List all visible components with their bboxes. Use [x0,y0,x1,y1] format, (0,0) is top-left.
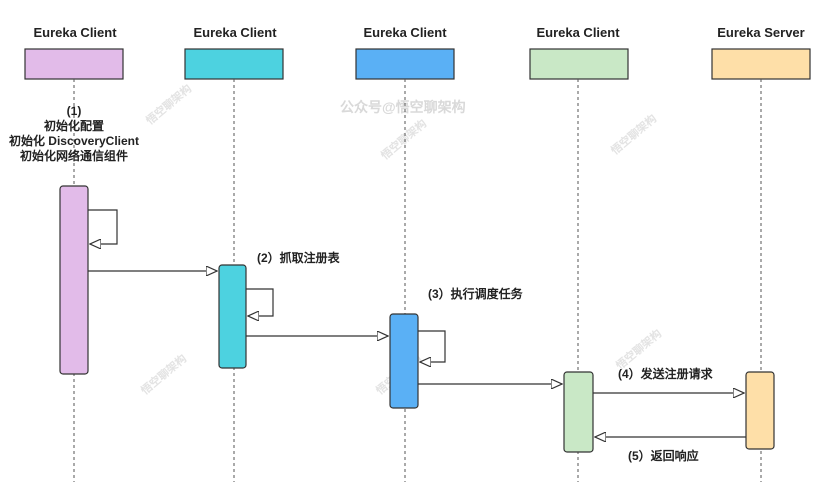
watermark-small: 悟空聊架构 [143,81,194,127]
activation-4 [563,371,594,453]
lifelines [73,79,762,482]
participant-box-5 [711,48,811,80]
watermark-main: 公众号@悟空聊架构 [340,99,466,115]
participant-box-1 [24,48,124,80]
note-response: (5）返回响应 [628,448,699,463]
participant-box-2 [184,48,284,80]
self-message-fetch [246,288,274,316]
self-message-schedule [418,330,446,362]
participant-label-5: Eureka Server [717,25,804,40]
self-message-init [88,209,118,244]
participant-label-1: Eureka Client [33,25,117,40]
activation-1 [59,185,89,375]
note-register: (4）发送注册请求 [618,366,714,381]
activation-3 [389,313,419,409]
note-schedule: (3）执行调度任务 [428,286,524,301]
participant-box-3 [355,48,455,80]
note-init-line-2: 初始化配置 [44,118,104,133]
activation-5 [745,371,775,450]
note-init-line-1: (1) [67,104,82,118]
participant-box-4 [529,48,629,80]
note-init-line-3: 初始化 DiscoveryClient [9,133,139,148]
note-init-line-4: 初始化网络通信组件 [20,148,128,163]
note-init: (1) 初始化配置 初始化 DiscoveryClient 初始化网络通信组件 [9,104,139,163]
participant-label-4: Eureka Client [536,25,620,40]
watermark-small: 悟空聊架构 [608,111,659,157]
note-fetch: (2）抓取注册表 [257,250,341,265]
watermark-small: 悟空聊架构 [613,326,664,372]
watermark-small: 悟空聊架构 [378,116,429,162]
participant-label-3: Eureka Client [363,25,447,40]
participant-label-2: Eureka Client [193,25,277,40]
watermark-small: 悟空聊架构 [138,351,189,397]
activation-2 [218,264,247,369]
